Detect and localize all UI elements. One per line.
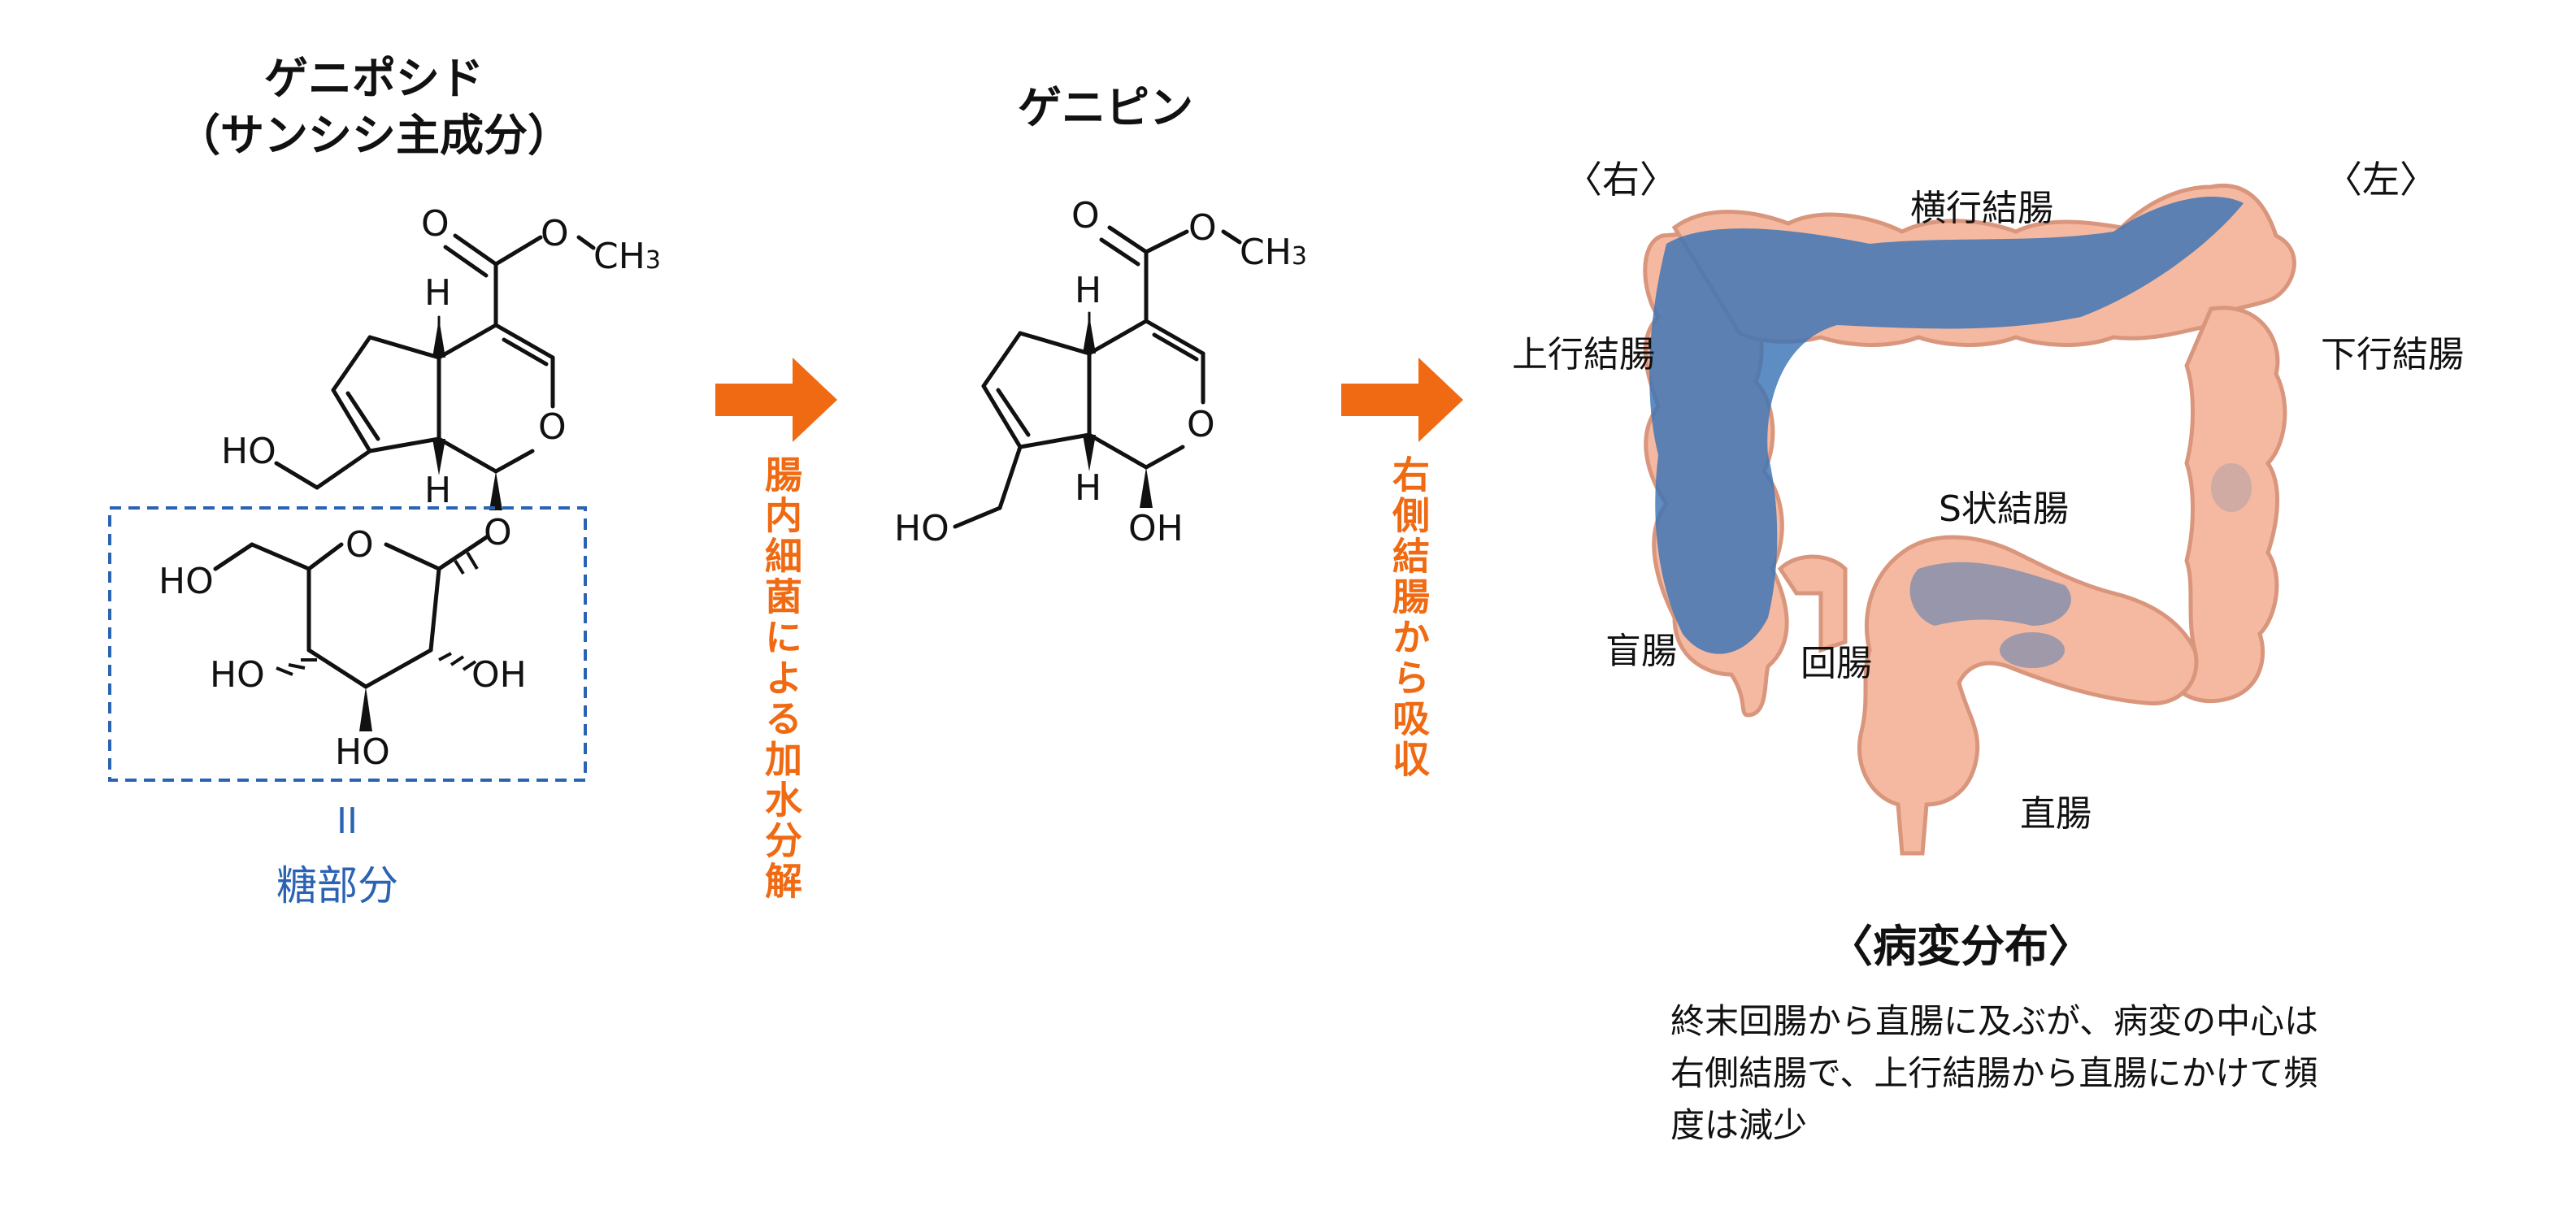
wedge-bond — [1140, 467, 1153, 508]
hydrolysis-label: 腸内細菌による加水分解 — [754, 455, 808, 902]
distribution-title: 〈病変分布〉 — [1829, 910, 2092, 974]
descending-colon-label: 下行結腸 — [2321, 325, 2464, 377]
arrow-hydrolysis — [715, 358, 837, 442]
atom-label: O — [484, 512, 512, 553]
atom-label: OH — [1128, 508, 1184, 549]
ascending-colon-label: 上行結腸 — [1512, 325, 1655, 377]
ileum-label: 回腸 — [1801, 634, 1872, 686]
atom-label: O — [541, 213, 569, 254]
atom-label: H — [1075, 270, 1101, 311]
lesion-spot — [2211, 463, 2252, 512]
sigmoid-colon-label: S状結腸 — [1939, 479, 2069, 531]
wedge-bond — [1083, 435, 1096, 471]
atom-label: HO — [159, 561, 214, 602]
atom-label: O — [1188, 207, 1217, 249]
transverse-colon-label: 横行結腸 — [1910, 179, 2053, 231]
right-side-label: 〈右〉 — [1565, 150, 1677, 204]
atom-label: O — [1187, 404, 1215, 445]
distribution-description: 終末回腸から直腸に及ぶが、病変の中心は右側結腸で、上行結腸から直腸にかけて頻度は… — [1670, 996, 2337, 1152]
atom-label: O — [421, 203, 450, 245]
wedge-bond — [1083, 315, 1096, 354]
atom-label: OH — [471, 654, 527, 696]
absorption-label: 右側結腸から吸収 — [1382, 455, 1436, 780]
wedge-bond — [432, 319, 445, 358]
atom-label: CH3 — [1240, 232, 1307, 273]
atom-label: H — [424, 470, 451, 511]
atom-label: H — [424, 272, 451, 314]
sugar-equals-sign: II — [337, 800, 358, 842]
atom-label: O — [538, 406, 567, 448]
atom-label: HO — [894, 508, 949, 549]
hashed-bonds — [276, 553, 477, 675]
atom-label: H — [1075, 467, 1101, 509]
atom-label: CH3 — [593, 236, 661, 277]
atom-label: HO — [210, 654, 265, 696]
left-side-label: 〈左〉 — [2325, 150, 2437, 204]
wedge-bond — [489, 471, 502, 510]
wedge-bond — [359, 687, 372, 731]
cecum-label: 盲腸 — [1605, 622, 1677, 674]
atom-label: O — [1071, 195, 1100, 236]
atom-label: O — [345, 524, 374, 566]
arrow-absorption — [1341, 358, 1463, 442]
rectum-label: 直腸 — [2020, 784, 2092, 836]
lesion-spot — [2000, 632, 2065, 668]
atom-label: HO — [335, 731, 390, 773]
atom-label: HO — [221, 431, 276, 472]
sugar-part-label: 糖部分 — [276, 853, 398, 912]
